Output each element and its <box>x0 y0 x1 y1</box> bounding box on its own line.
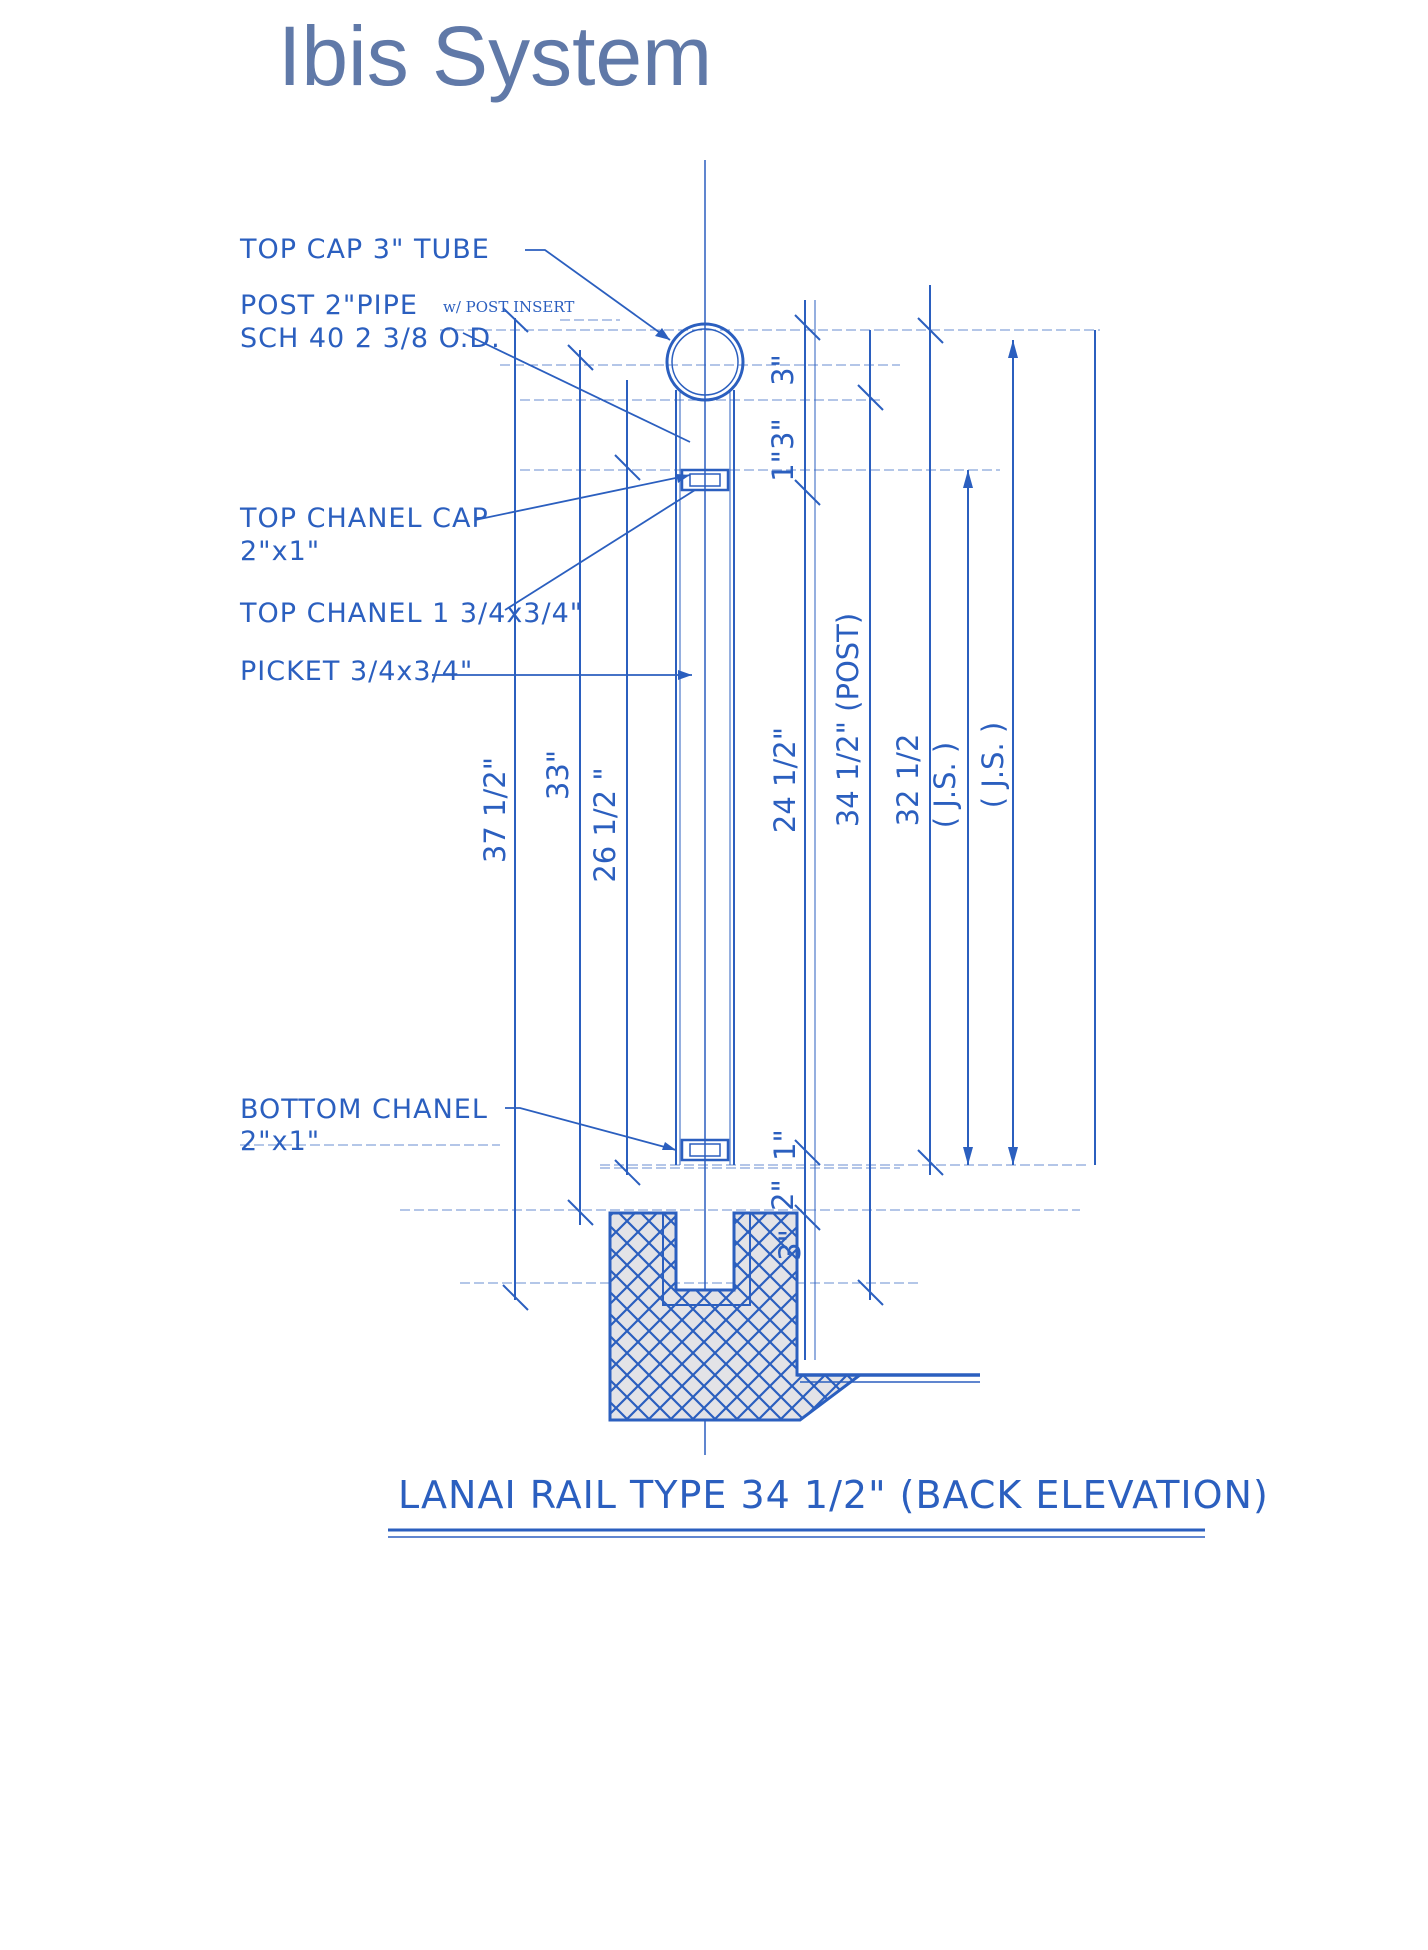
label-post: POST 2"PIPE <box>240 290 418 321</box>
leader-lines <box>432 249 696 1151</box>
dim-34-half-post: 34 1/2" (POST) <box>831 613 865 827</box>
dim-top-3: 3" <box>766 354 800 386</box>
dim-37-half: 37 1/2" <box>478 757 512 863</box>
page-title: Ibis System <box>278 9 713 103</box>
dim-32-half: 32 1/2 <box>891 734 925 827</box>
post-pipe <box>675 390 735 1165</box>
label-picket: PICKET 3/4x3/4" <box>240 656 473 687</box>
dim-26-half: 26 1/2 " <box>588 767 622 882</box>
dim-bottom-3: 3" <box>773 1229 807 1261</box>
dim-33: 33" <box>541 750 575 800</box>
dim-top-1-3: 1"3" <box>766 418 800 482</box>
dim-bottom-2: 2" <box>766 1179 800 1211</box>
label-top-chanel: TOP CHANEL 1 3/4x3/4" <box>239 598 583 629</box>
label-bottom-chanel: BOTTOM CHANEL <box>240 1094 488 1125</box>
label-sch: SCH 40 2 3/8 O.D. <box>240 323 501 354</box>
label-top-chanel-cap-size: 2"x1" <box>240 536 320 567</box>
label-bottom-chanel-size: 2"x1" <box>240 1126 320 1157</box>
dim-24-half: 24 1/2" <box>768 727 802 833</box>
label-top-chanel-cap: TOP CHANEL CAP <box>239 503 489 534</box>
concrete-footing <box>608 1211 865 1422</box>
label-top-cap: TOP CAP 3" TUBE <box>239 234 490 265</box>
construction-lines <box>240 319 1100 1284</box>
dim-js-1: ( J.S. ) <box>928 742 962 828</box>
top-cap-tube <box>665 322 745 402</box>
drawing-caption: LANAI RAIL TYPE 34 1/2" (BACK ELEVATION) <box>398 1473 1269 1517</box>
bottom-chanel <box>680 1138 730 1162</box>
label-post-insert: w/ POST INSERT <box>443 298 574 316</box>
dim-js-2: ( J.S. ) <box>976 722 1010 808</box>
dim-bottom-1: 1" <box>768 1129 802 1161</box>
dimension-lines <box>502 285 1096 1360</box>
